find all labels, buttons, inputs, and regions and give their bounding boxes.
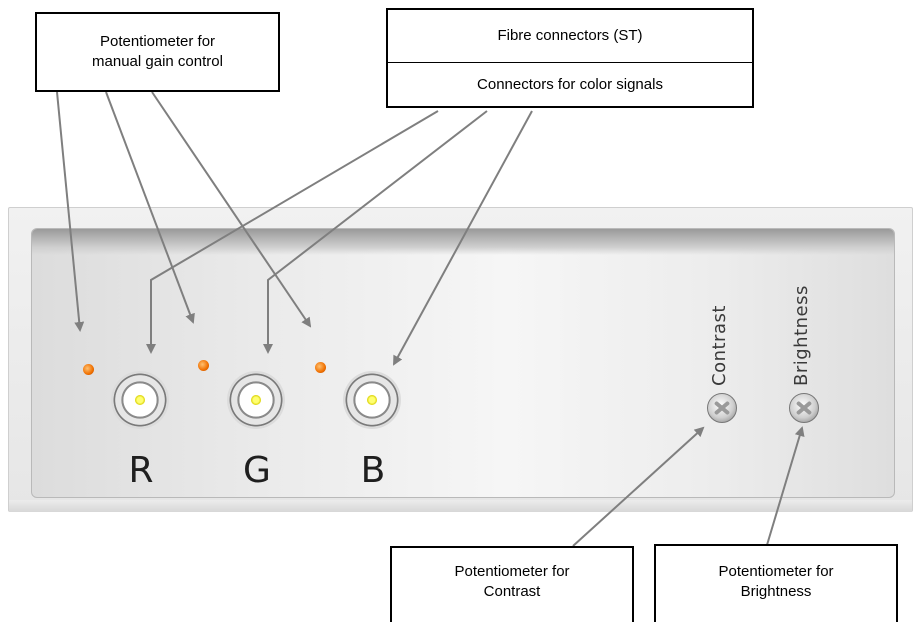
callout-color-signals: Connectors for color signals [477,76,663,93]
panel-bottom-edge [9,500,912,512]
gain-pot-b[interactable] [315,362,326,373]
callout-brightness-line2: Brightness [740,583,812,600]
gain-pot-g[interactable] [198,360,209,371]
connector-g[interactable] [227,371,285,429]
letter-g: G [243,450,271,491]
callout-brightness-pot: Potentiometer for Brightness [654,544,898,622]
gain-pot-r[interactable] [83,364,94,375]
brightness-pot[interactable] [789,393,819,423]
callout-brightness-line1: Potentiometer for [718,563,834,580]
device-front-panel: R G B Contrast Brightness [8,207,913,512]
callout-manual-gain: Potentiometer for manual gain control [35,12,280,92]
letter-b: B [360,450,386,491]
brightness-label: Brightness [791,285,812,386]
callout-connectors: Fibre connectors (ST) Connectors for col… [386,8,754,108]
callout-contrast-line1: Potentiometer for [454,563,570,580]
contrast-pot[interactable] [707,393,737,423]
letter-r: R [128,450,154,491]
connector-r-pin [135,395,145,405]
connector-b[interactable] [343,371,401,429]
callout-contrast-line2: Contrast [483,583,541,600]
connector-b-pin [367,395,377,405]
contrast-label: Contrast [709,305,730,386]
callout-contrast-pot: Potentiometer for Contrast [390,546,634,622]
callout-fibre-connectors: Fibre connectors (ST) [388,10,752,63]
panel-top-shadow [32,229,894,255]
connector-g-pin [251,395,261,405]
connector-r[interactable] [111,371,169,429]
callout-manual-gain-line1: Potentiometer for [99,33,216,50]
callout-manual-gain-line2: manual gain control [92,53,223,70]
